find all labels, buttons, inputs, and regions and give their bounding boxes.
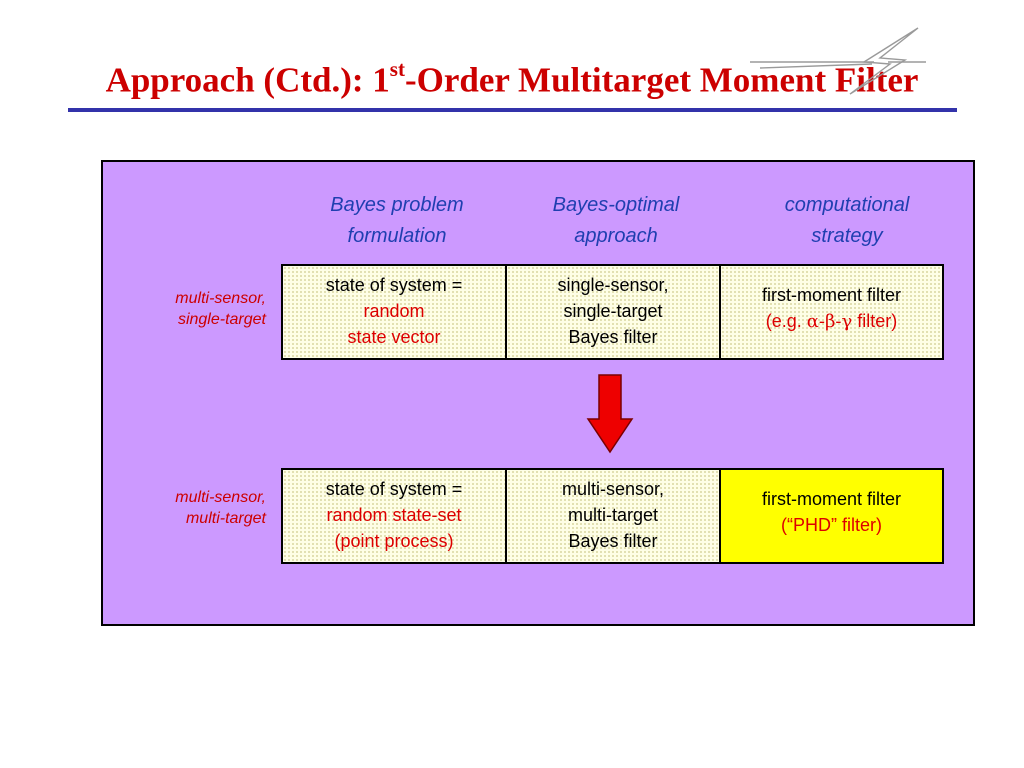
cell-text: single-target xyxy=(563,301,663,321)
title-superscript: st xyxy=(389,57,405,81)
cell-text: state of system = xyxy=(325,479,463,499)
column-header-approach: Bayes-optimal approach xyxy=(506,190,726,252)
row-label-line: multi-sensor, xyxy=(175,489,266,506)
down-arrow-icon xyxy=(586,374,634,454)
table-row-multi-target: state of system = random state-set (poin… xyxy=(281,468,944,564)
row-label-line: multi-target xyxy=(185,510,266,527)
row-label-single-target: multi-sensor, single-target xyxy=(120,288,266,330)
page-title: Approach (Ctd.): 1st-Order Multitarget M… xyxy=(0,57,1024,101)
cell-formulation: state of system = random state vector xyxy=(283,266,505,358)
cell-strategy-highlighted: first-moment filter (“PHD” filter) xyxy=(719,470,942,562)
cell-text: first-moment filter xyxy=(761,285,902,305)
cell-formulation: state of system = random state-set (poin… xyxy=(283,470,505,562)
column-header-line: Bayes-optimal xyxy=(552,194,680,216)
cell-text: first-moment filter xyxy=(761,489,902,509)
title-part2: -Order Multitarget Moment Filter xyxy=(404,60,919,100)
column-header-line: strategy xyxy=(811,225,883,247)
greek-letters: α-β-γ xyxy=(806,311,853,332)
star-logo-icon xyxy=(750,27,926,95)
table-row-single-target: state of system = random state vector si… xyxy=(281,264,944,360)
title-underline xyxy=(68,108,957,112)
column-header-line: computational xyxy=(784,194,910,216)
row-label-line: single-target xyxy=(177,311,266,328)
cell-text-highlight: random state-set xyxy=(326,505,462,525)
column-header-formulation: Bayes problem formulation xyxy=(287,190,507,252)
column-header-strategy: computational strategy xyxy=(737,190,957,252)
title-part1: Approach (Ctd.): 1 xyxy=(105,60,390,100)
cell-text-highlight: random xyxy=(363,301,425,321)
row-label-multi-target: multi-sensor, multi-target xyxy=(120,487,266,529)
row-label-line: multi-sensor, xyxy=(175,290,266,307)
cell-approach: single-sensor, single-target Bayes filte… xyxy=(505,266,719,358)
cell-text: Bayes filter xyxy=(568,327,658,347)
cell-text-highlight: (e.g. α-β-γ filter) xyxy=(721,308,942,335)
cell-strategy: first-moment filter (e.g. α-β-γ filter) xyxy=(719,266,942,358)
cell-text-highlight: state vector xyxy=(347,327,441,347)
cell-approach: multi-sensor, multi-target Bayes filter xyxy=(505,470,719,562)
cell-text: single-sensor, xyxy=(557,275,669,295)
cell-text: Bayes filter xyxy=(568,531,658,551)
cell-text: multi-sensor, xyxy=(561,479,665,499)
column-header-line: Bayes problem xyxy=(330,194,464,216)
column-header-line: formulation xyxy=(347,225,447,247)
cell-text-suffix: filter) xyxy=(852,311,898,331)
cell-text-highlight: (point process) xyxy=(334,531,454,551)
cell-text: multi-target xyxy=(567,505,659,525)
cell-text-highlight: (“PHD” filter) xyxy=(781,515,882,535)
cell-text: state of system = xyxy=(325,275,463,295)
column-header-line: approach xyxy=(574,225,658,247)
cell-text-prefix: (e.g. xyxy=(765,311,807,331)
